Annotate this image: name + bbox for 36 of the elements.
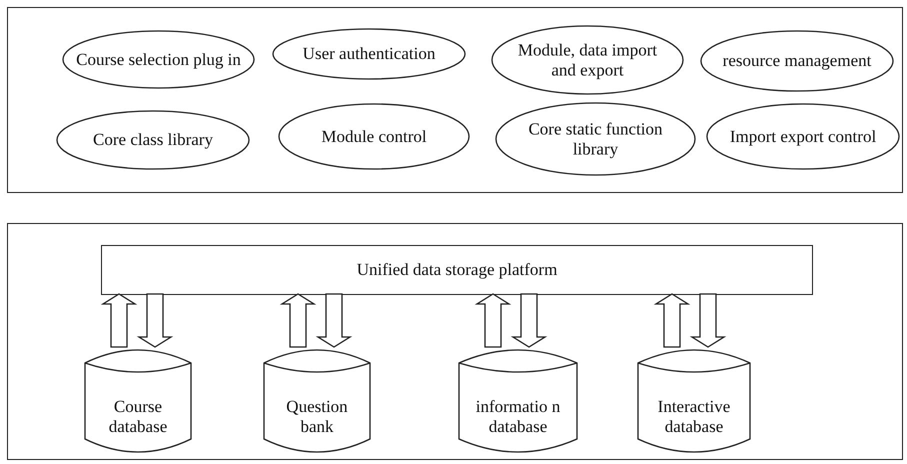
block-arrow <box>510 293 548 348</box>
component-ellipse <box>62 30 255 89</box>
platform-bar <box>101 245 813 295</box>
database-cylinder <box>458 349 578 453</box>
node-label: Course selection plug in <box>75 50 242 70</box>
block-arrow <box>100 293 138 348</box>
database-cylinder <box>637 349 751 453</box>
node-label: Core class library <box>92 130 214 150</box>
component-ellipse <box>56 110 250 170</box>
block-arrow <box>280 293 316 348</box>
component-ellipse <box>700 30 894 92</box>
node-label: Module control <box>320 126 428 146</box>
database-cylinder <box>263 349 371 453</box>
block-arrow <box>690 293 726 348</box>
component-ellipse <box>491 25 684 95</box>
component-ellipse <box>272 28 466 80</box>
block-arrow <box>316 293 352 348</box>
component-ellipse <box>706 103 900 170</box>
node-label: Core static function library <box>527 119 664 159</box>
node-label: informatio n database <box>474 396 562 438</box>
node-label: User authentication <box>302 44 436 64</box>
node-label: Unified data storage platform <box>356 260 558 280</box>
block-arrow <box>136 293 174 348</box>
node-label: Import export control <box>728 126 878 146</box>
database-cylinder <box>84 349 192 453</box>
panel <box>7 223 903 460</box>
node-label: Question bank <box>285 396 349 438</box>
block-arrow <box>654 293 690 348</box>
node-label: Course database <box>108 396 168 438</box>
node-label: resource management <box>722 51 872 71</box>
block-arrow <box>474 293 512 348</box>
panel <box>7 7 903 193</box>
node-label: Module, data import and export <box>516 40 658 80</box>
node-label: Interactive database <box>656 396 732 438</box>
component-ellipse <box>278 103 470 170</box>
component-ellipse <box>495 102 696 176</box>
